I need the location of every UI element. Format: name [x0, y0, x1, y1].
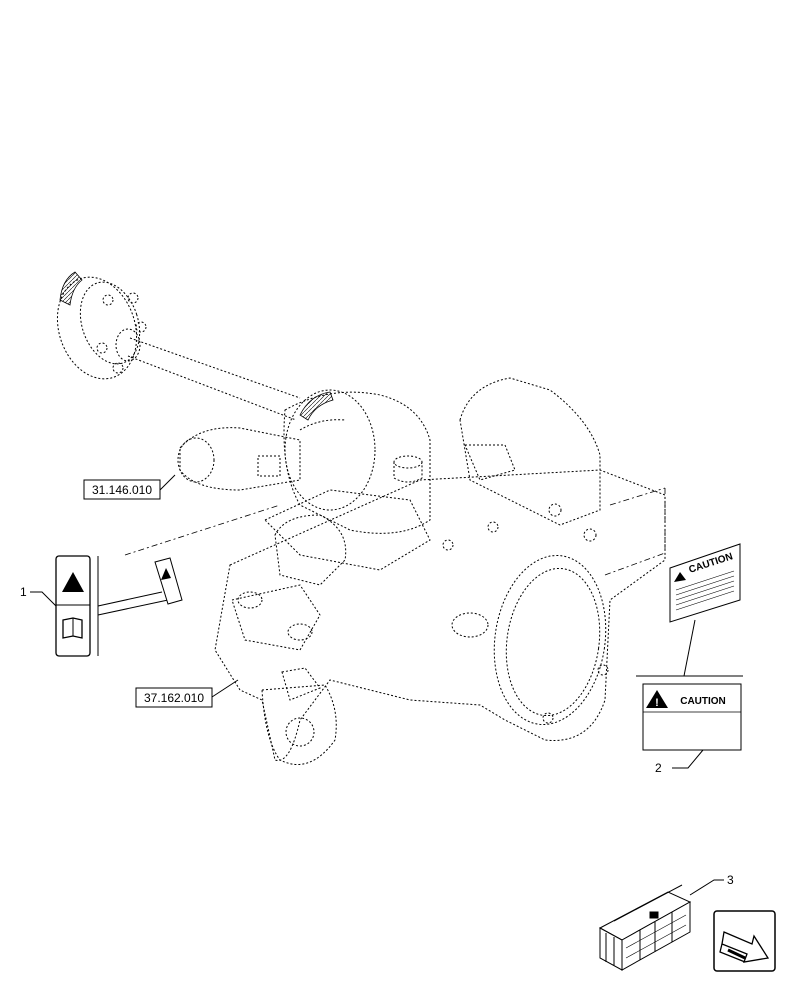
reference-upper[interactable]: 31.146.010 [83, 474, 176, 500]
callout-3: 3 [727, 873, 734, 887]
reference-upper-label: 31.146.010 [92, 483, 152, 497]
caution-triangle-icon [646, 690, 668, 708]
svg-text:!: ! [655, 697, 659, 709]
kit-crate-icon [598, 884, 692, 971]
decal-locator-lines [124, 487, 666, 576]
axle-housing [56, 276, 666, 765]
caution-title: CAUTION [680, 696, 726, 707]
brake-disc-teeth [59, 271, 334, 421]
item-2-caution-decal: CAUTION ! CAUTION 2 [636, 543, 743, 775]
caution-decal-small [669, 543, 741, 623]
callout-2: 2 [655, 761, 662, 775]
item-1-decal-group: 1 [20, 555, 183, 657]
warning-triangle-icon [62, 572, 84, 592]
reference-lower-label: 37.162.010 [144, 691, 204, 705]
manual-book-icon [62, 617, 83, 639]
next-page-arrow-icon[interactable] [713, 910, 776, 972]
reference-lower[interactable]: 37.162.010 [135, 679, 239, 708]
decal-strip [55, 555, 91, 657]
callout-1: 1 [20, 585, 27, 599]
